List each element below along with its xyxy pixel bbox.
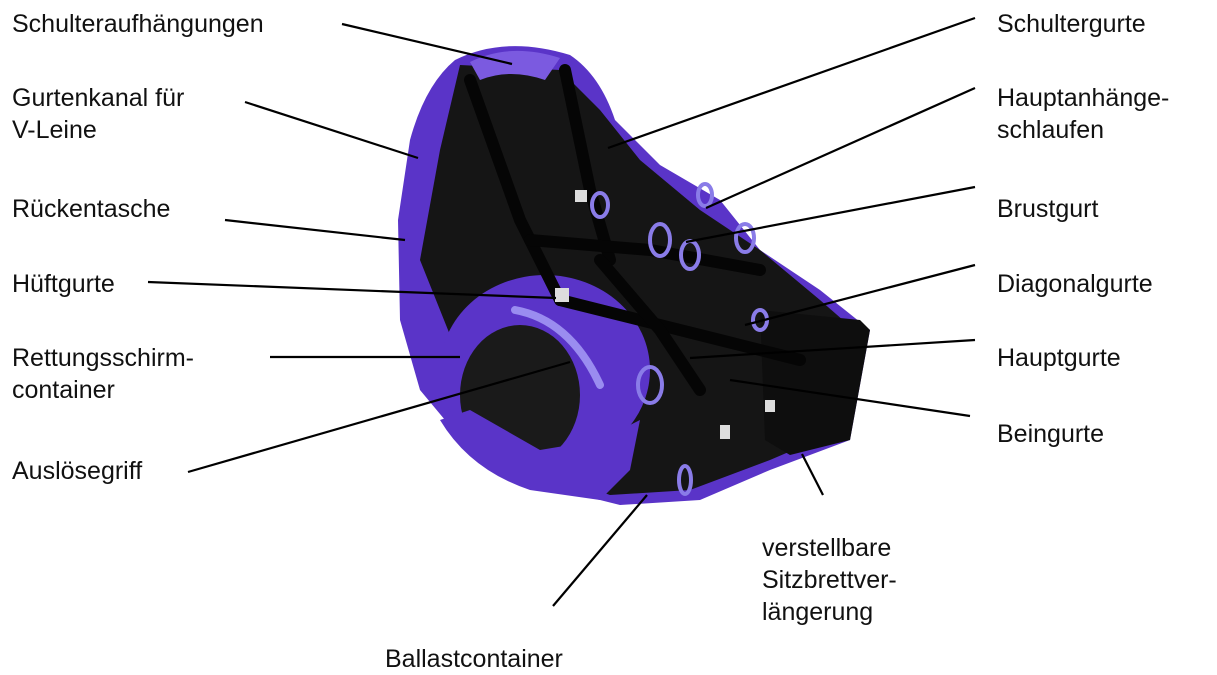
- harness-photo: [398, 46, 870, 505]
- leader-rueckentasche: [225, 220, 405, 240]
- label-gurtenkanal: Gurtenkanal für V-Leine: [12, 82, 184, 146]
- leader-schulteraufhaengungen: [342, 24, 512, 64]
- leader-gurtenkanal: [245, 102, 418, 158]
- label-schultergurte: Schultergurte: [997, 8, 1146, 40]
- label-brustgurt: Brustgurt: [997, 193, 1098, 225]
- leader-sitzbrett: [802, 454, 823, 495]
- label-ausloesegriff: Auslösegriff: [12, 455, 142, 487]
- label-rettungsschirm: Rettungsschirm- container: [12, 342, 194, 406]
- label-rueckentasche: Rückentasche: [12, 193, 170, 225]
- seat-board: [760, 310, 870, 455]
- label-hauptgurte: Hauptgurte: [997, 342, 1121, 374]
- leader-hauptanhaenge: [706, 88, 975, 208]
- label-beingurte: Beingurte: [997, 418, 1104, 450]
- label-schulteraufhaengungen: Schulteraufhängungen: [12, 8, 264, 40]
- label-diagonalgurte: Diagonalgurte: [997, 268, 1153, 300]
- label-hauptanhaenge: Hauptanhänge- schlaufen: [997, 82, 1169, 146]
- label-sitzbrett: verstellbare Sitzbrettver- längerung: [762, 532, 897, 628]
- leader-ballastcontainer: [553, 495, 647, 606]
- label-hueftgurte: Hüftgurte: [12, 268, 115, 300]
- leader-schultergurte: [608, 18, 975, 148]
- label-ballastcontainer: Ballastcontainer: [385, 643, 563, 675]
